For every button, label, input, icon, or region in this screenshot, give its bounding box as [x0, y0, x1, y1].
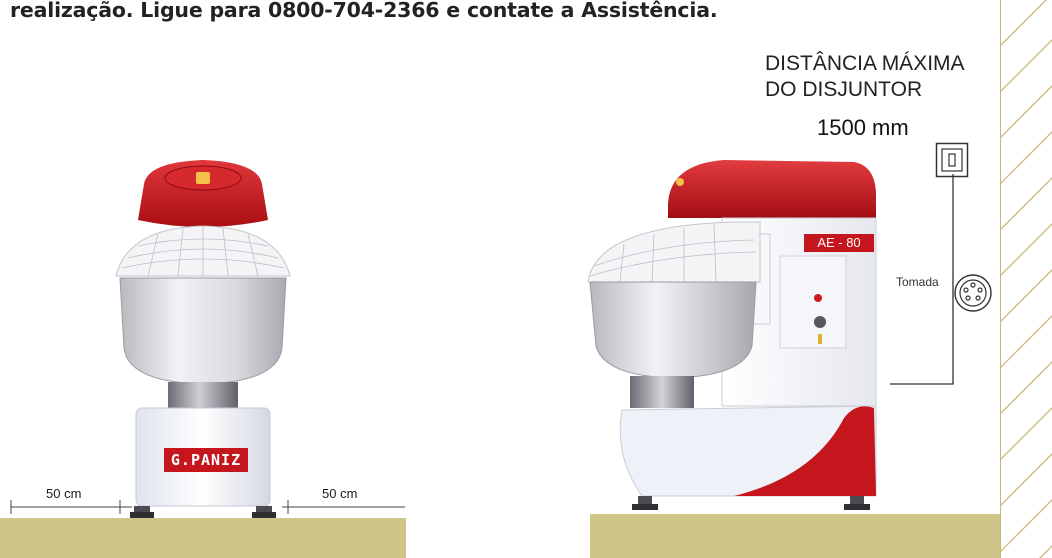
- breaker-title-line2: DO DISJUNTOR: [765, 78, 923, 101]
- model-label: AE - 80: [817, 235, 861, 250]
- clearance-left-dimension: [10, 500, 132, 514]
- floor-front: [0, 518, 406, 558]
- breaker-title-line1: DISTÂNCIA MÁXIMA: [765, 52, 965, 75]
- wiring-line: [890, 174, 954, 385]
- floor-side: [590, 514, 1000, 558]
- clearance-right-dimension: [282, 500, 405, 514]
- breaker-distance-label: 1500 mm: [817, 115, 909, 140]
- wall: [1000, 0, 1052, 558]
- circuit-breaker-icon: [935, 142, 969, 178]
- brand-logo: G.PANIZ: [170, 451, 242, 469]
- instruction-text: realização. Ligue para 0800-704-2366 e c…: [10, 0, 718, 22]
- mixer-side-view: [587, 160, 877, 510]
- power-outlet-icon: [954, 274, 992, 312]
- mixer-front-view: [115, 160, 291, 518]
- outlet-label: Tomada: [896, 275, 939, 289]
- clearance-left-label: 50 cm: [46, 486, 82, 501]
- clearance-right-label: 50 cm: [322, 486, 358, 501]
